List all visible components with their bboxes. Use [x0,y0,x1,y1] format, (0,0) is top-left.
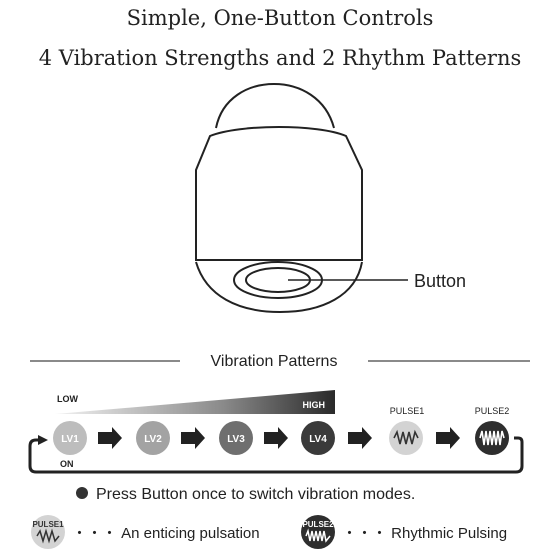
pulse-2-caption: PULSE2 [475,406,510,416]
header-title-2: 4 Vibration Strengths and 2 Rhythm Patte… [38,46,522,70]
legend-pulse-2-desc: ・・・ Rhythmic Pulsing [342,525,507,542]
level-2-circle [136,421,170,455]
section-title: Vibration Patterns [211,353,338,370]
legend-pulse-1-icon [31,515,65,549]
legend-pulse-2-icon-label: PULSE2 [302,520,334,529]
pulse-1-circle [389,421,423,455]
device-illustration [195,82,408,314]
legend-pulse-1-desc: ・・・ An enticing pulsation [72,525,260,542]
device-body [195,126,363,261]
device-base-curve [195,261,363,314]
level-4-label: LV4 [309,434,327,445]
pulse-2-circle [475,421,509,455]
flow-arrows [98,427,460,449]
level-1-circle [53,421,87,455]
arrow-lv2-lv3 [181,427,205,449]
on-label: ON [60,459,74,469]
arrow-lv3-lv4 [264,427,288,449]
pulse-1-caption: PULSE1 [390,406,425,416]
device-dome [215,82,335,129]
loop-back-arrow [28,435,524,474]
legend-pulse-1-icon-label: PULSE1 [32,520,64,529]
ramp-high-label: HIGH [303,400,326,410]
instruction-bullet-icon [76,487,88,499]
legend-pulse-1-wave [36,528,60,544]
arrow-pulse1-pulse2 [436,427,460,449]
legend-pulse-2-wave [305,528,331,543]
header-title-1: Simple, One-Button Controls [126,6,434,30]
arrow-lv4-pulse1 [348,427,372,449]
button-callout-label: Button [414,271,466,291]
level-1-label: LV1 [61,434,79,445]
arrow-lv1-lv2 [98,427,122,449]
pulse-1-wave-icon [393,429,419,445]
level-3-label: LV3 [227,434,245,445]
intensity-ramp [55,390,335,414]
pulse-2-wave-icon [479,430,505,446]
level-4-circle [301,421,335,455]
ramp-low-label: LOW [57,394,78,404]
instruction-text: Press Button once to switch vibration mo… [96,486,415,503]
level-2-label: LV2 [144,434,162,445]
level-3-circle [219,421,253,455]
